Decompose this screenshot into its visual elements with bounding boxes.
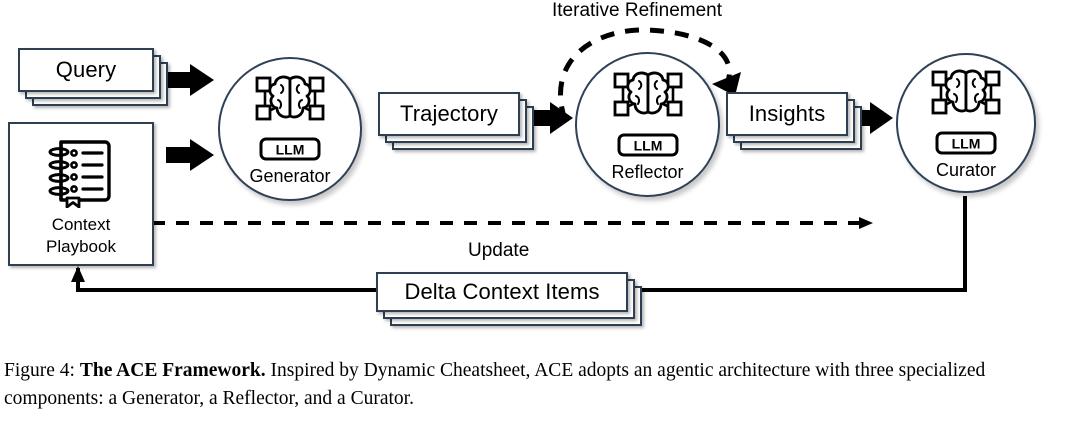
brain-network-icon-svg bbox=[931, 69, 1001, 115]
llm-badge-text-generator: LLM bbox=[276, 142, 305, 158]
llm-badge-text-reflector: LLM bbox=[633, 137, 662, 153]
card-stack-query: Query bbox=[18, 48, 168, 110]
llm-badge: LLM bbox=[259, 137, 321, 166]
diagram-canvas: Query bbox=[8, 0, 1036, 334]
brain-network-icon bbox=[927, 67, 1005, 132]
context-playbook-box[interactable]: Context Playbook bbox=[8, 122, 154, 266]
delta-context-items-card[interactable]: Delta Context Items bbox=[376, 272, 628, 312]
arrow-query-to-generator bbox=[166, 64, 214, 96]
caption-body: Inspired by Dynamic Cheatsheet, ACE adop… bbox=[4, 360, 986, 409]
agent-reflector[interactable]: LLM Reflector bbox=[575, 52, 720, 197]
caption-prefix: Figure 4: bbox=[4, 360, 75, 381]
llm-badge: LLM bbox=[935, 131, 997, 160]
brain-network-icon bbox=[251, 73, 329, 138]
arrow-playbook-to-generator bbox=[166, 139, 214, 171]
agent-generator[interactable]: LLM Generator bbox=[218, 57, 362, 201]
query-card[interactable]: Query bbox=[18, 48, 154, 92]
notebook-icon bbox=[45, 134, 117, 213]
trajectory-label: Trajectory bbox=[400, 101, 498, 126]
query-label: Query bbox=[55, 57, 117, 82]
llm-badge-svg: LLM bbox=[617, 133, 678, 156]
llm-badge-svg: LLM bbox=[935, 131, 997, 155]
insights-card[interactable]: Insights bbox=[726, 92, 848, 136]
delta-context-items-label: Delta Context Items bbox=[404, 279, 600, 304]
notebook-icon-svg bbox=[48, 140, 111, 209]
brain-network-icon bbox=[609, 69, 687, 134]
agent-name-generator: Generator bbox=[249, 166, 331, 186]
caption-title: The ACE Framework. bbox=[79, 360, 266, 381]
figure-caption: Figure 4: The ACE Framework. Inspired by… bbox=[4, 357, 1076, 412]
playbook-label-line1: Context bbox=[51, 215, 111, 234]
label-update: Update bbox=[468, 240, 530, 261]
label-iterative-refinement: Iterative Refinement bbox=[552, 0, 723, 21]
llm-badge-text-curator: LLM bbox=[952, 136, 981, 152]
curator-brain-wrap: LLM bbox=[927, 67, 1005, 160]
agent-name-reflector: Reflector bbox=[611, 161, 684, 182]
agent-name-curator: Curator bbox=[935, 160, 997, 180]
card-stack-insights: Insights bbox=[726, 92, 866, 156]
agent-curator[interactable]: LLM Curator bbox=[896, 53, 1036, 193]
card-stack-trajectory: Trajectory bbox=[378, 92, 538, 156]
llm-badge-svg: LLM bbox=[259, 137, 321, 161]
card-stack-delta-context-items: Delta Context Items bbox=[376, 272, 646, 334]
brain-network-icon-svg bbox=[613, 71, 682, 116]
llm-badge: LLM bbox=[617, 133, 679, 162]
playbook-label-line2: Playbook bbox=[46, 236, 116, 256]
generator-brain-wrap: LLM bbox=[251, 73, 329, 166]
reflector-brain-wrap: LLM bbox=[609, 69, 687, 162]
brain-network-icon-svg bbox=[255, 75, 325, 121]
trajectory-card[interactable]: Trajectory bbox=[378, 92, 520, 136]
insights-label: Insights bbox=[748, 101, 826, 126]
